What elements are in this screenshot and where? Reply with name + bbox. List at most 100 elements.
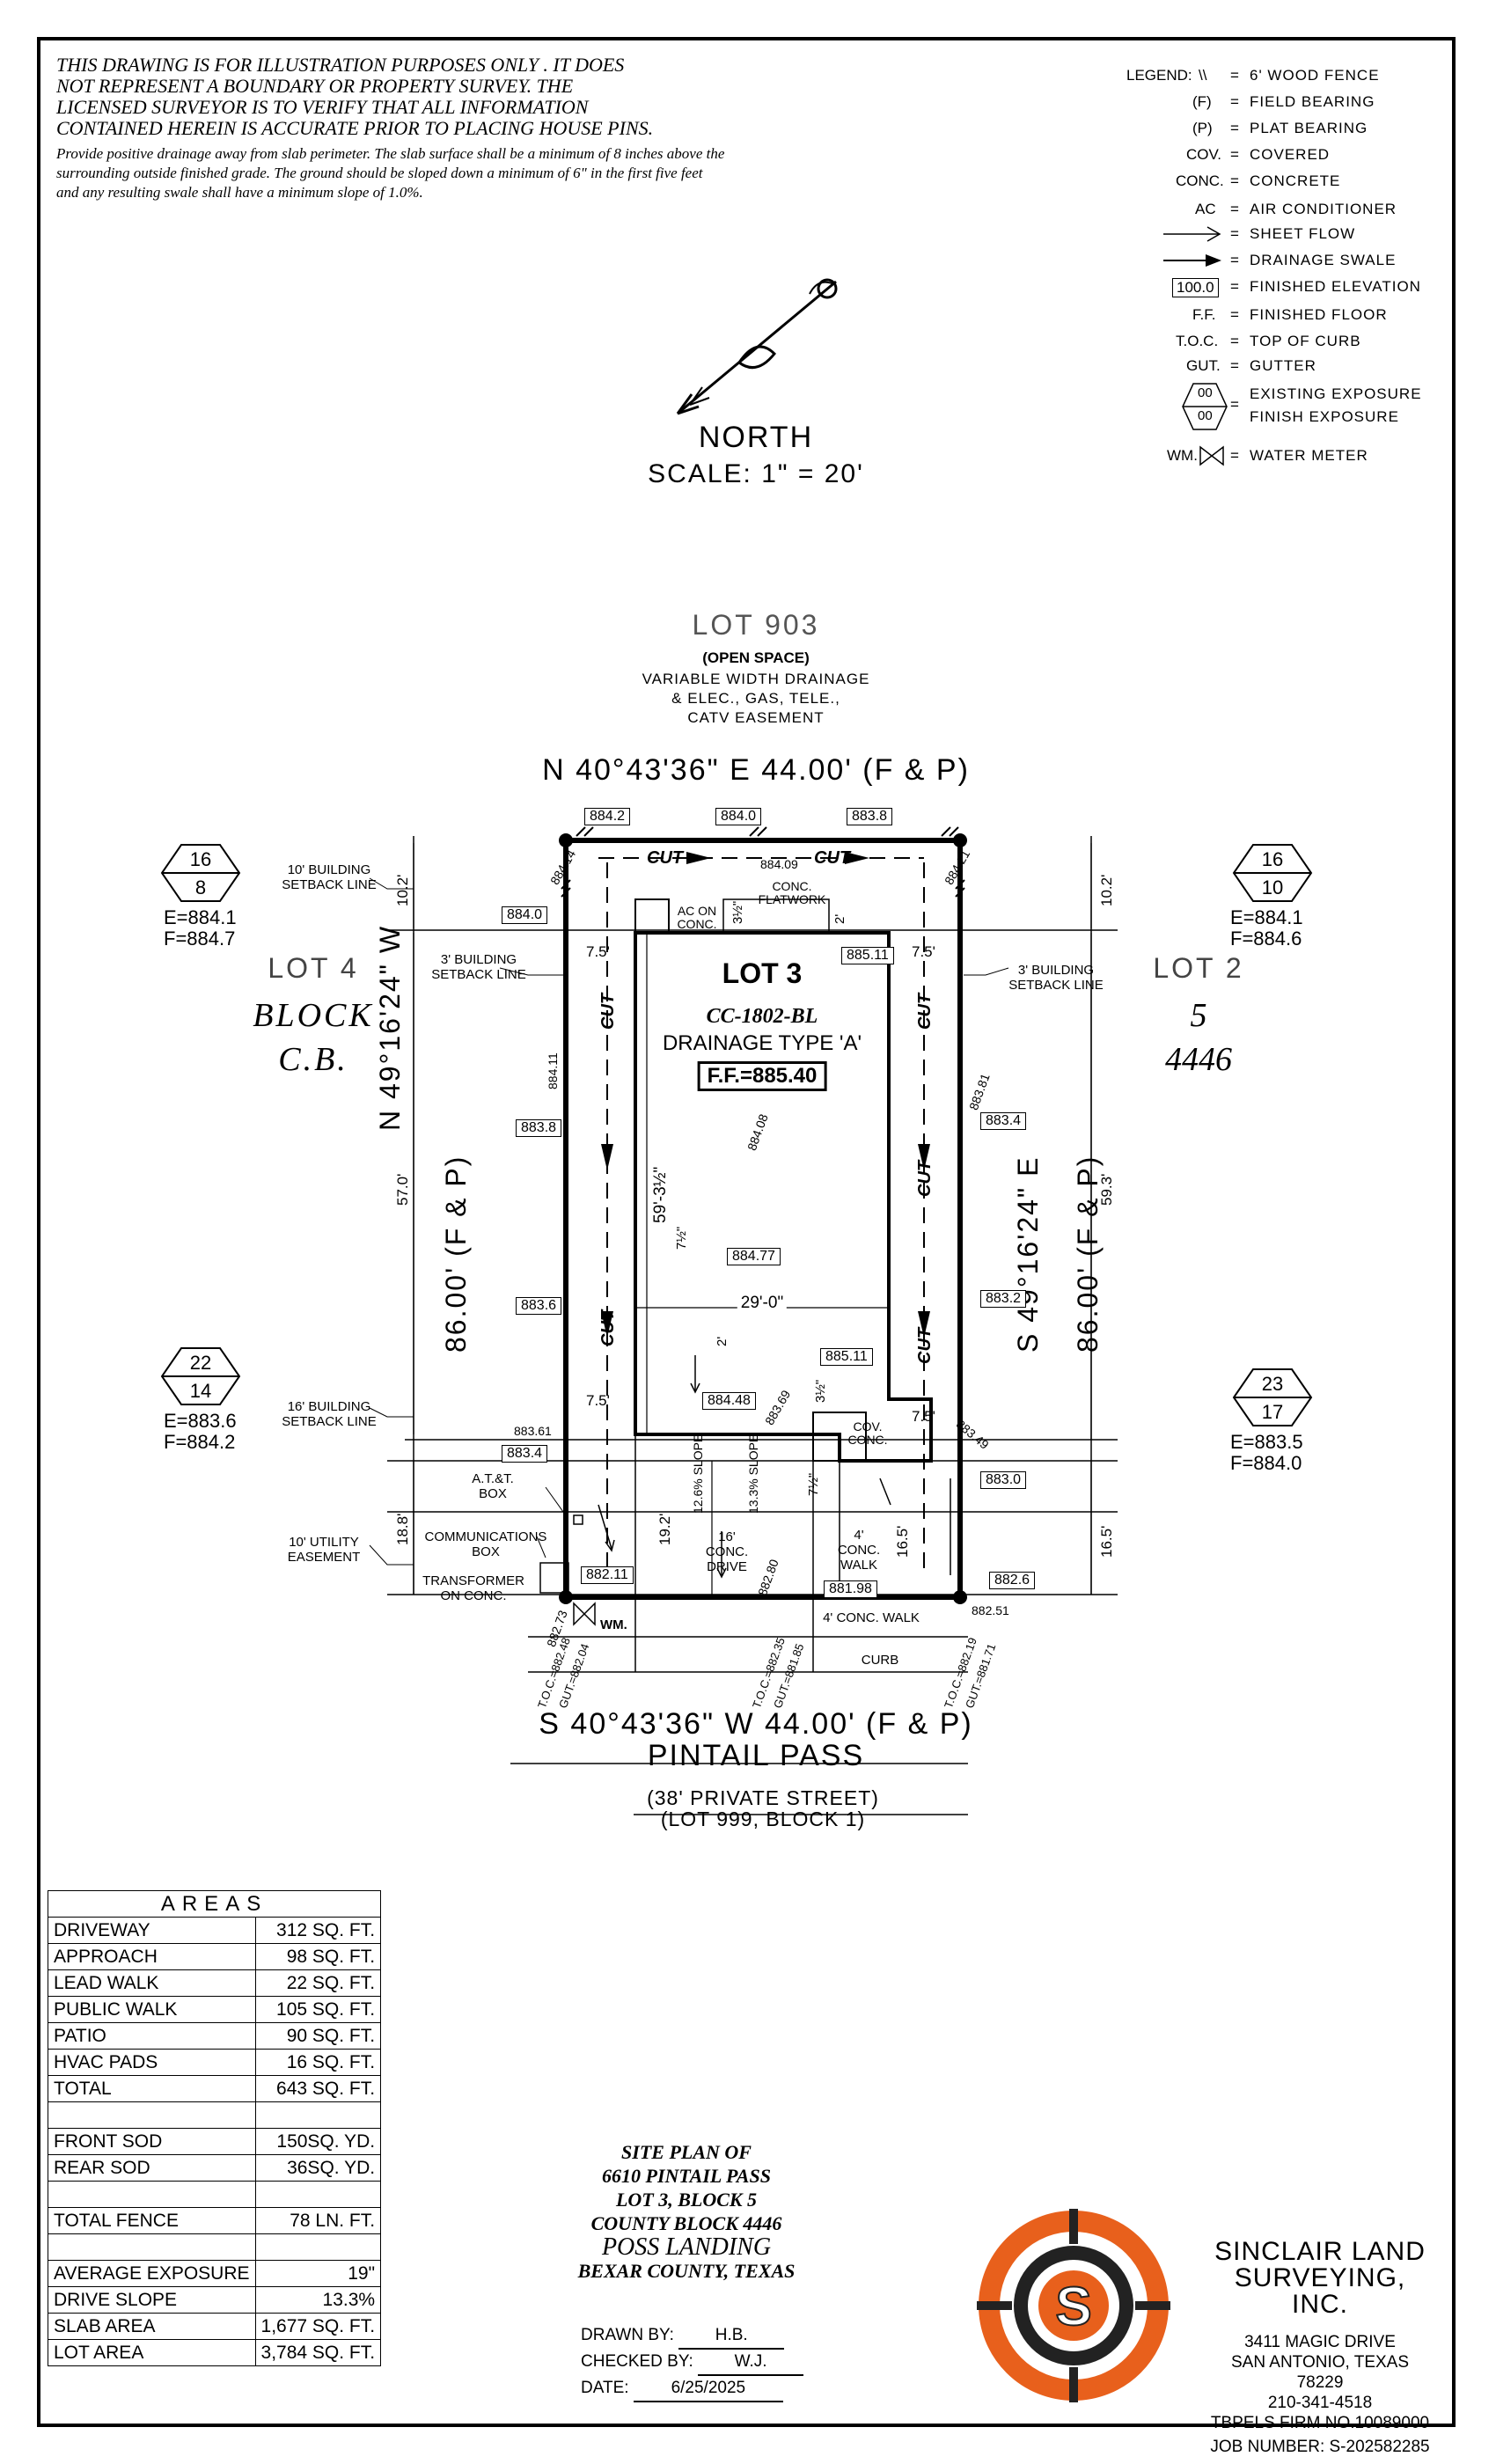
company-info: SINCLAIR LAND SURVEYING, INC. 3411 MAGIC…: [1206, 2239, 1434, 2457]
dimension-label: 18.8': [394, 1513, 411, 1545]
curb-label: CURB: [861, 1653, 899, 1668]
water-meter-label: WM.: [600, 1617, 627, 1632]
area-value: 643 SQ. FT.: [254, 2075, 382, 2102]
exposure-existing: 23: [1261, 1373, 1284, 1395]
legend-desc: GUTTER: [1250, 357, 1316, 374]
area-value: 1,677 SQ. FT.: [254, 2313, 382, 2340]
legend-eq: =: [1230, 120, 1239, 136]
spot-elevation: 884.09: [760, 857, 798, 871]
area-label: HVAC PADS: [48, 2049, 256, 2076]
finished-elevation-box: 883.4: [980, 1112, 1027, 1130]
house-plan-name: CC-1802-BL: [706, 1005, 818, 1028]
building-setback-label: 3' BUILDING SETBACK LINE: [431, 952, 526, 982]
area-label: APPROACH: [48, 1943, 256, 1970]
legend-sym: T.O.C.: [1176, 333, 1219, 349]
finished-elevation-box: 884.77: [727, 1248, 781, 1265]
drive-slope-label: 13.3% SLOPE: [746, 1434, 760, 1514]
legend-sym: 00: [1198, 385, 1213, 400]
date-label: DATE:: [581, 2379, 629, 2397]
north-label: NORTH: [698, 421, 814, 454]
finished-elevation-box: 882.11: [581, 1566, 634, 1584]
finished-elevation-box: 882.6: [989, 1572, 1036, 1589]
dimension-label: 2': [715, 1336, 730, 1346]
att-box-label: A.T.&T. BOX: [472, 1471, 514, 1501]
area-label: LOT AREA: [48, 2339, 256, 2366]
title-line: COUNTY BLOCK 4446: [590, 2212, 782, 2234]
table-row: [48, 2233, 382, 2261]
legend-desc: PLAT BEARING: [1250, 120, 1368, 136]
area-label: TOTAL: [48, 2075, 256, 2102]
legend-desc: WATER METER: [1250, 447, 1368, 464]
legend-desc: COVERED: [1250, 146, 1331, 163]
dimension-label: 10.2': [394, 874, 411, 906]
area-value: 312 SQ. FT.: [254, 1917, 382, 1944]
drainage-swale-arrow: [845, 852, 869, 864]
drawn-by-label: DRAWN BY:: [581, 2326, 674, 2344]
corner-elev-existing: E=883.6: [164, 1410, 237, 1432]
area-label: DRIVE SLOPE: [48, 2286, 256, 2314]
legend-eq: =: [1230, 93, 1239, 110]
dimension-label: 19.2': [656, 1513, 673, 1545]
dimension-label: 3½": [730, 900, 745, 924]
block-label: BLOCK: [253, 997, 374, 1034]
drainage-swale-arrow: [601, 1144, 613, 1170]
area-label: [48, 2233, 256, 2261]
area-label: PUBLIC WALK: [48, 1996, 256, 2023]
company-address: 3411 MAGIC DRIVE: [1244, 2333, 1396, 2351]
legend-sym: WM.: [1167, 447, 1198, 464]
company-logo-icon: S: [977, 2209, 1170, 2402]
water-meter-icon: [1199, 445, 1224, 466]
area-label: FRONT SOD: [48, 2128, 256, 2155]
corner-elev-finish: F=884.0: [1230, 1452, 1302, 1474]
area-label: DRIVEWAY: [48, 1917, 256, 1944]
building-setback-label: 10' BUILDING SETBACK LINE: [282, 862, 377, 892]
cut-label: CUT: [598, 993, 618, 1030]
finished-elevation-box: 883.4: [502, 1445, 548, 1463]
building-setback-label: 3' BUILDING SETBACK LINE: [1008, 963, 1104, 993]
ac-pad: [634, 898, 670, 934]
spot-elevation: 883.61: [514, 1424, 552, 1438]
legend-sym: (P): [1192, 120, 1213, 136]
legend-desc: 6' WOOD FENCE: [1250, 67, 1380, 84]
conc-flatwork-label: CONC. FLATWORK: [758, 879, 826, 906]
public-walk-label: 4' CONC. WALK: [820, 1610, 922, 1625]
area-value: 13.3%: [254, 2286, 382, 2314]
disclaimer-line: CONTAINED HEREIN IS ACCURATE PRIOR TO PL…: [56, 117, 654, 139]
dimension-label: 2': [832, 913, 847, 924]
spot-elevation: 882.51: [972, 1603, 1009, 1617]
street-lot: (LOT 999, BLOCK 1): [660, 1808, 866, 1830]
conc-flatwork: [722, 898, 830, 934]
legend-desc: TOP OF CURB: [1250, 333, 1361, 349]
drainage-note: Provide positive drainage away from slab…: [56, 145, 725, 201]
north-boundary-bearing: N 40°43'36" E 44.00' (F & P): [542, 753, 970, 787]
legend-eq: =: [1230, 67, 1239, 84]
company-name: SURVEYING, INC.: [1234, 2263, 1406, 2319]
legend-desc: FINISH EXPOSURE: [1250, 408, 1399, 425]
cut-label: CUT: [814, 848, 851, 868]
east-boundary-bearing: S 49°16'24" E: [1012, 1155, 1044, 1353]
finished-elevation-box: 884.0: [502, 906, 548, 924]
walk-label: 4' CONC. WALK: [837, 1528, 881, 1573]
exposure-existing: 22: [189, 1352, 212, 1374]
legend-desc: FINISHED FLOOR: [1250, 306, 1388, 323]
building-setback-label: 16' BUILDING SETBACK LINE: [282, 1399, 377, 1429]
area-value: 3,784 SQ. FT.: [254, 2339, 382, 2366]
corner-pin: [559, 1590, 573, 1604]
transformer-label: TRANSFORMER ON CONC.: [422, 1573, 524, 1603]
area-value: 19": [254, 2260, 382, 2287]
finished-elevation-box: 883.0: [980, 1471, 1027, 1489]
street-name: PINTAIL PASS: [647, 1739, 865, 1772]
lot-boundary: [563, 838, 963, 1600]
dimension-label: 16.5': [894, 1525, 911, 1558]
corner-elev-existing: E=884.1: [164, 906, 237, 928]
legend-sym: GUT.: [1186, 357, 1221, 374]
table-row: [48, 2181, 382, 2208]
legend-sym: CONC.: [1176, 172, 1224, 189]
lot-903-label: LOT 903: [692, 609, 820, 641]
corner-pin: [559, 833, 573, 847]
area-value: [254, 2233, 382, 2261]
area-label: SLAB AREA: [48, 2313, 256, 2340]
